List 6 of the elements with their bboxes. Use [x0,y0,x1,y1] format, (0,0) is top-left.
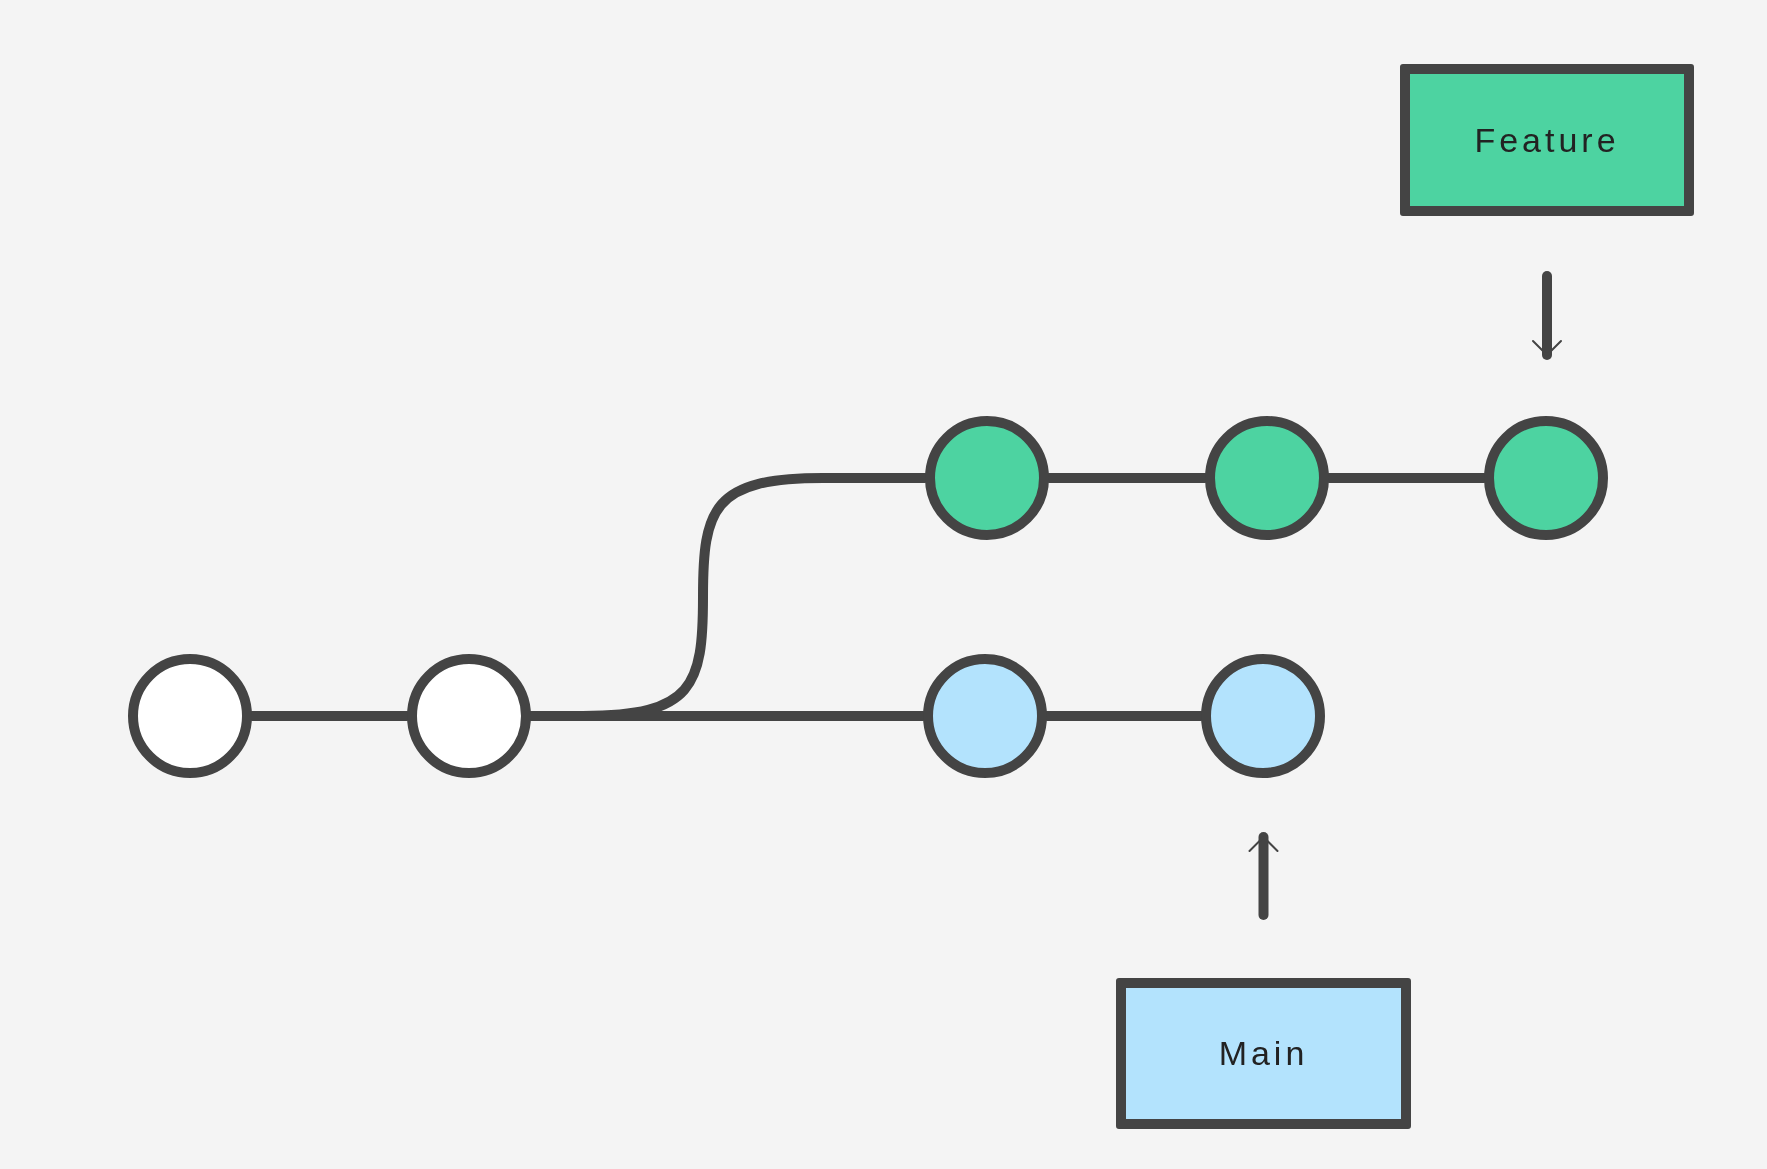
arrow [1532,271,1562,360]
branch-label-box [1116,978,1411,1129]
branch-name: Main [1218,1033,1309,1074]
branch-label-box [1400,64,1694,216]
branch-name: Feature [1474,119,1620,161]
arrow [1248,832,1279,920]
